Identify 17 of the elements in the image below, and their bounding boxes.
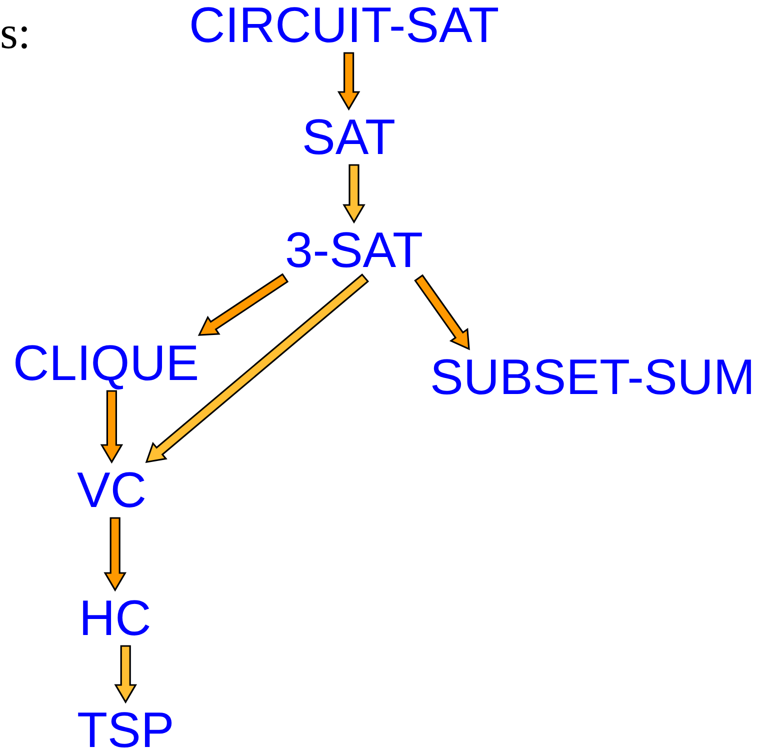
text-fragment: s: xyxy=(0,10,31,56)
block-arrow xyxy=(145,273,370,464)
block-arrow xyxy=(342,164,366,224)
block-arrow xyxy=(114,645,137,704)
problem-name: CLIQUE xyxy=(13,338,200,388)
problem-name: CIRCUIT-SAT xyxy=(189,0,500,50)
problem-name: HC xyxy=(79,593,152,643)
problem-name: VC xyxy=(77,465,146,515)
block-arrow xyxy=(414,274,470,350)
problem-name: TSP xyxy=(77,705,174,755)
block-arrow xyxy=(104,517,126,592)
problem-name: SAT xyxy=(302,112,396,162)
block-arrow xyxy=(198,273,289,336)
problem-name: SUBSET-SUM xyxy=(430,352,756,402)
block-arrow xyxy=(100,390,124,464)
block-arrow xyxy=(337,52,360,111)
problem-name: 3-SAT xyxy=(285,225,423,275)
